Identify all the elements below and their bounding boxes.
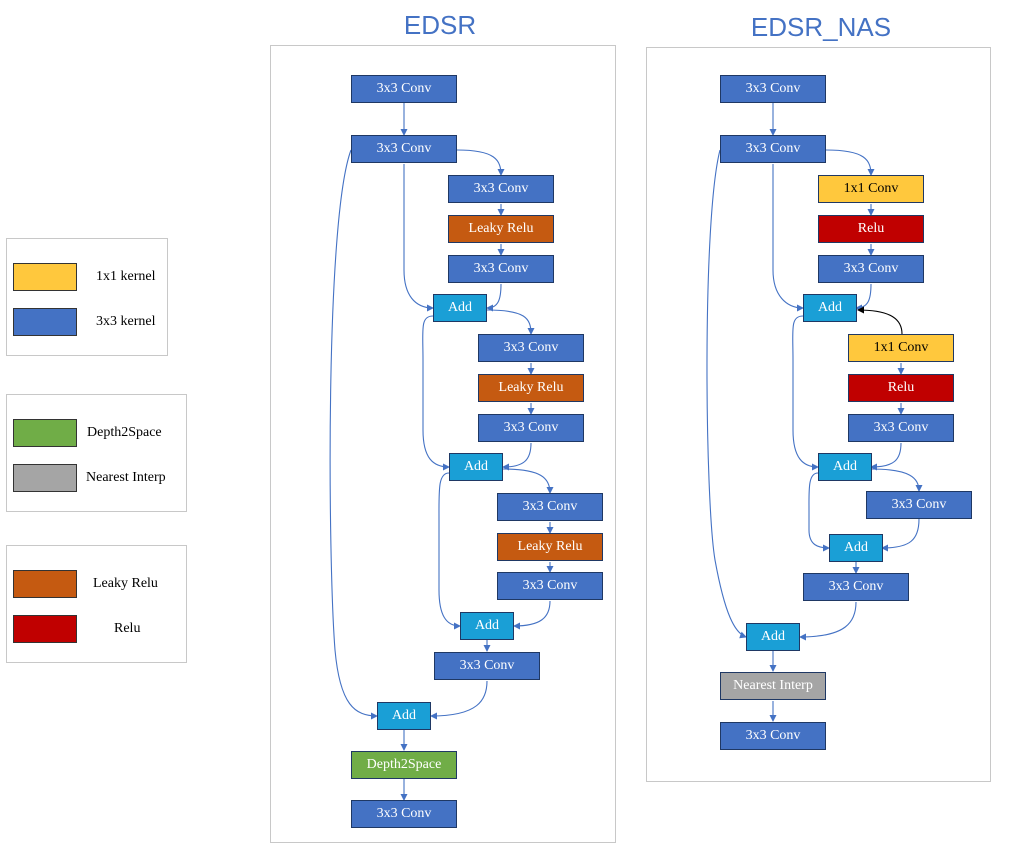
nas-add-1: Add	[803, 294, 857, 322]
legend-label-1x1-kernel: 1x1 kernel	[96, 269, 156, 284]
nas-block1-conv3x3: 3x3 Conv	[818, 255, 924, 283]
nas-conv-tail: 3x3 Conv	[803, 573, 909, 601]
legend-swatch-1x1-kernel	[13, 263, 77, 291]
edsr-depth2space: Depth2Space	[351, 751, 457, 779]
nas-add-2: Add	[818, 453, 872, 481]
edsr-panel	[270, 45, 616, 843]
legend-activations-panel	[6, 545, 187, 663]
nas-block3-conv3x3: 3x3 Conv	[866, 491, 972, 519]
nas-block2-conv1x1: 1x1 Conv	[848, 334, 954, 362]
legend-swatch-relu	[13, 615, 77, 643]
edsr-conv-input: 3x3 Conv	[351, 75, 457, 103]
legend-swatch-3x3-kernel	[13, 308, 77, 336]
edsr-block1-conv1: 3x3 Conv	[448, 175, 554, 203]
edsr-block3-conv1: 3x3 Conv	[497, 493, 603, 521]
legend-kernels-panel	[6, 238, 168, 356]
legend-ops-panel	[6, 394, 187, 512]
edsr-block3-leaky-relu: Leaky Relu	[497, 533, 603, 561]
legend-label-depth2space: Depth2Space	[87, 425, 162, 440]
legend-label-3x3-kernel: 3x3 kernel	[96, 314, 156, 329]
edsr-block3-conv2: 3x3 Conv	[497, 572, 603, 600]
legend-swatch-leaky-relu	[13, 570, 77, 598]
edsr-conv-tail: 3x3 Conv	[434, 652, 540, 680]
edsr-add-1: Add	[433, 294, 487, 322]
edsr-add-2: Add	[449, 453, 503, 481]
edsr-block1-leaky-relu: Leaky Relu	[448, 215, 554, 243]
legend-swatch-depth2space	[13, 419, 77, 447]
nas-block2-relu: Relu	[848, 374, 954, 402]
legend-label-nearest-interp: Nearest Interp	[86, 470, 166, 485]
edsr-block2-conv2: 3x3 Conv	[478, 414, 584, 442]
nas-block1-conv1x1: 1x1 Conv	[818, 175, 924, 203]
nas-conv-output: 3x3 Conv	[720, 722, 826, 750]
nas-add-3: Add	[829, 534, 883, 562]
edsr-conv-output: 3x3 Conv	[351, 800, 457, 828]
edsr-nas-title: EDSR_NAS	[750, 12, 892, 42]
nas-conv-input: 3x3 Conv	[720, 75, 826, 103]
nas-add-global: Add	[746, 623, 800, 651]
nas-block1-relu: Relu	[818, 215, 924, 243]
nas-block2-conv3x3: 3x3 Conv	[848, 414, 954, 442]
edsr-block1-conv2: 3x3 Conv	[448, 255, 554, 283]
nas-conv-head: 3x3 Conv	[720, 135, 826, 163]
nas-nearest-interp: Nearest Interp	[720, 672, 826, 700]
edsr-block2-conv1: 3x3 Conv	[478, 334, 584, 362]
legend-label-relu: Relu	[114, 621, 141, 636]
edsr-conv-head: 3x3 Conv	[351, 135, 457, 163]
legend-label-leaky-relu: Leaky Relu	[93, 576, 158, 591]
legend-swatch-nearest-interp	[13, 464, 77, 492]
edsr-title: EDSR	[403, 10, 477, 40]
edsr-add-global: Add	[377, 702, 431, 730]
edsr-add-3: Add	[460, 612, 514, 640]
edsr-block2-leaky-relu: Leaky Relu	[478, 374, 584, 402]
